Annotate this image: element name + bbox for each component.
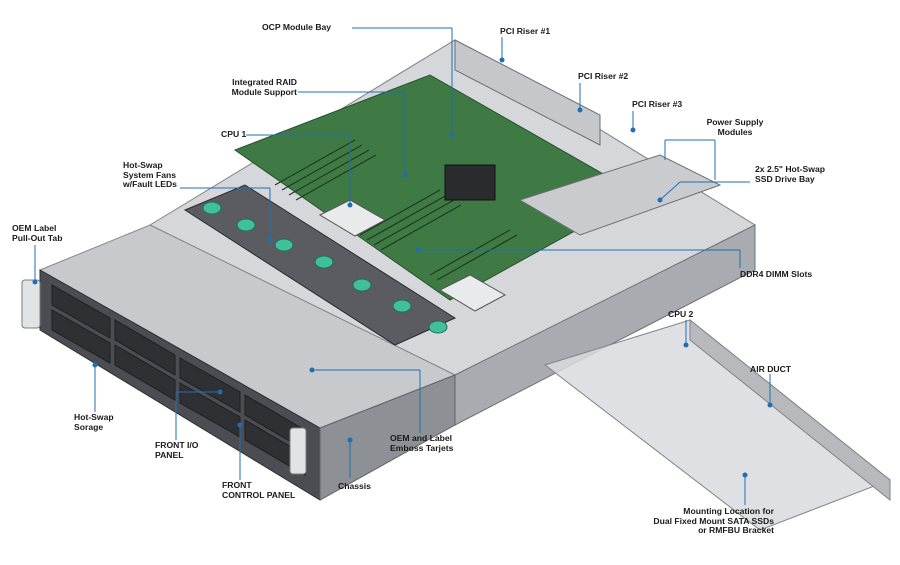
label-pci-riser-1: PCI Riser #1 <box>500 26 551 36</box>
chassis-right-face <box>319 374 456 501</box>
dimm-slots <box>274 139 518 281</box>
label-pci-riser-2: PCI Riser #2 <box>578 71 629 81</box>
leader-lines <box>32 27 773 505</box>
label-ddr4-dimm: DDR4 DIMM Slots <box>740 269 813 279</box>
label-oem-label-tab: OEM Label Pull-Out Tab <box>12 223 63 243</box>
label-mounting-location: Mounting Location for Dual Fixed Mount S… <box>653 506 774 536</box>
air-duct-wall <box>689 318 891 502</box>
label-air-duct: AIR DUCT <box>750 364 792 374</box>
drive-bays <box>51 284 306 476</box>
label-cpu-2: CPU 2 <box>668 309 694 319</box>
left-rack-handle <box>21 279 41 329</box>
heatsink <box>444 164 496 201</box>
label-pci-riser-3: PCI Riser #3 <box>632 99 683 109</box>
psu-cage <box>518 154 722 236</box>
label-hot-swap-storage: Hot-Swap Sorage <box>74 412 114 432</box>
label-ocp-module-bay: OCP Module Bay <box>262 22 332 32</box>
label-integrated-raid: Integrated RAID Module Support <box>231 77 297 97</box>
label-front-io: FRONT I/O PANEL <box>155 440 199 460</box>
pci-riser-cage <box>454 39 601 146</box>
label-hot-swap-fans: Hot-Swap System Fans w/Fault LEDs <box>123 160 177 190</box>
right-rack-handle <box>289 427 307 475</box>
cpu-1-socket <box>318 199 387 237</box>
cpu-2-socket <box>438 274 507 312</box>
label-power-supply: Power Supply Modules <box>706 117 764 137</box>
label-oem-emboss: OEM and Label Emboss Tarjets <box>390 433 454 453</box>
label-cpu-1: CPU 1 <box>221 129 247 139</box>
fan-clips <box>202 201 448 334</box>
label-chassis: Chassis <box>338 481 371 491</box>
label-front-control: FRONT CONTROL PANEL <box>222 480 296 500</box>
label-ssd-drive-bay: 2x 2.5" Hot-Swap SSD Drive Bay <box>755 164 825 184</box>
